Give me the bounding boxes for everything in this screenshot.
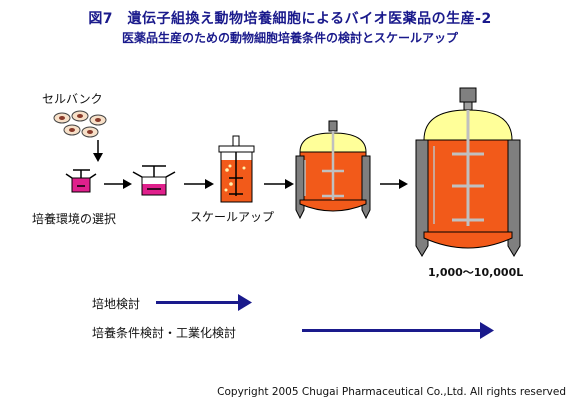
- process-arrow: [380, 179, 408, 189]
- page-subtitle: 医薬品生産のための動物細胞培養条件の検討とスケールアップ: [121, 31, 458, 45]
- page-title: 図7 遺伝子組換え動物培養細胞によるバイオ医薬品の生産-2: [88, 11, 492, 27]
- production-tank-icon: [415, 87, 521, 257]
- cell-bank-cells: [53, 110, 107, 138]
- cell-icon: [53, 112, 71, 124]
- cell-bank-label: セルバンク: [42, 92, 103, 106]
- scale-up-label: スケールアップ: [190, 210, 275, 224]
- cell-icon: [71, 110, 89, 122]
- process-arrow: [104, 179, 132, 189]
- medium-tank-icon: [295, 120, 371, 220]
- volume-label: 1,000～10,000L: [428, 266, 524, 279]
- cell-icon: [89, 114, 107, 126]
- spinner-flask-icon: [65, 169, 97, 193]
- process-arrow: [184, 179, 214, 189]
- process-arrow: [264, 179, 294, 189]
- glass-bioreactor-icon: [218, 135, 255, 203]
- cell-icon: [63, 124, 81, 136]
- culture-environment-label: 培養環境の選択: [32, 212, 117, 226]
- cell-icon: [81, 126, 99, 138]
- medium-study-label: 培地検討: [92, 297, 141, 311]
- copyright-text: Copyright 2005 Chugai Pharmaceutical Co.…: [217, 386, 566, 398]
- condition-study-label: 培養条件検討・工業化検討: [92, 326, 237, 340]
- spinner-flask-icon: [132, 165, 176, 196]
- medium-study-arrow: [156, 294, 252, 311]
- condition-study-arrow: [302, 322, 494, 339]
- down-arrow: [93, 140, 103, 162]
